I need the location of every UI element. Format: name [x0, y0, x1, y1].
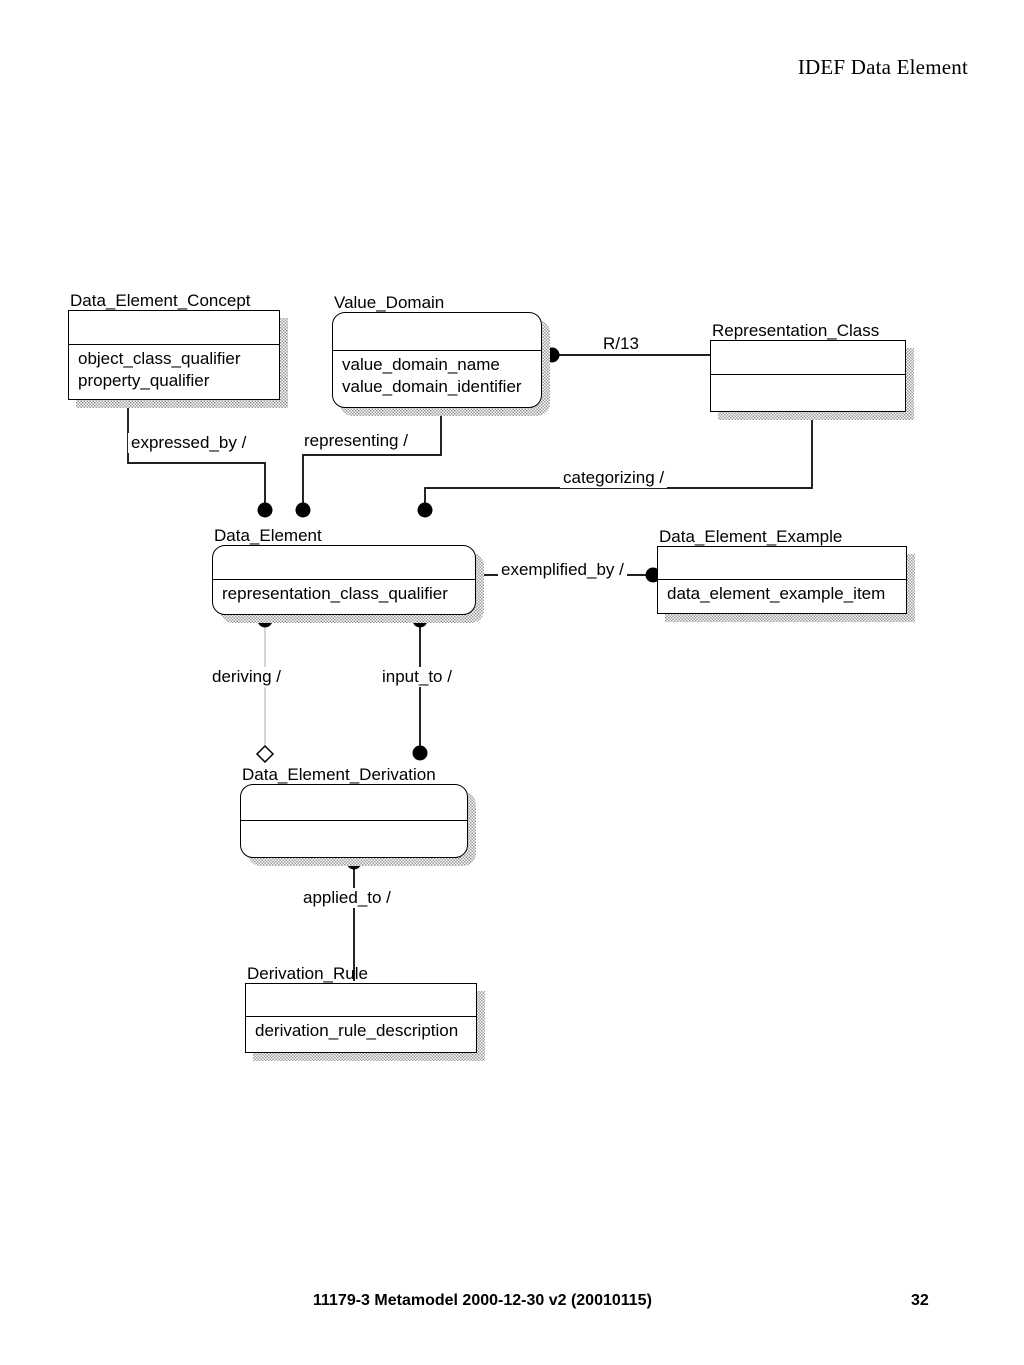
dot-categorizing [417, 502, 433, 518]
attribute-area [241, 821, 467, 824]
deriving-diamond-icon [255, 744, 275, 764]
relationship-label-r13: R/13 [600, 334, 642, 354]
entity-title: Data_Element_Concept [70, 291, 251, 310]
attribute-area: representation_class_qualifier [213, 580, 475, 605]
entity-body [710, 340, 906, 412]
relationship-label-representing: representing / [301, 431, 411, 451]
attribute: representation_class_qualifier [222, 584, 448, 603]
entity-data-element[interactable]: Data_Element representation_class_qualif… [212, 526, 484, 623]
attribute-area: object_class_qualifier property_qualifie… [69, 345, 279, 392]
wire-representing [302, 408, 442, 505]
attribute: object_class_qualifier [78, 349, 241, 368]
attribute: data_element_example_item [667, 584, 886, 603]
attribute: value_domain_identifier [342, 377, 522, 396]
entity-data-element-concept[interactable]: Data_Element_Concept object_class_qualif… [68, 291, 288, 408]
dot-input-to-target [412, 745, 428, 761]
key-attribute-area [658, 547, 906, 580]
attribute-area: value_domain_name value_domain_identifie… [333, 351, 541, 398]
key-attribute-area [333, 313, 541, 351]
entity-body: data_element_example_item [657, 546, 907, 614]
page-footer: 11179-3 Metamodel 2000-12-30 v2 (2001011… [0, 1292, 1024, 1316]
entity-body: representation_class_qualifier [212, 545, 476, 615]
entity-data-element-example[interactable]: Data_Element_Example data_element_exampl… [657, 527, 915, 622]
relationship-label-input-to: input_to / [379, 667, 455, 687]
entity-title: Data_Element_Derivation [242, 765, 436, 784]
attribute-area [711, 375, 905, 378]
entity-representation-class[interactable]: Representation_Class [710, 321, 914, 420]
key-attribute-area [241, 785, 467, 821]
footer-document-label: 11179-3 Metamodel 2000-12-30 v2 (2001011… [313, 1292, 652, 1309]
wire-categorizing [424, 412, 813, 505]
key-attribute-area [246, 984, 476, 1017]
attribute: value_domain_name [342, 355, 500, 374]
attribute: derivation_rule_description [255, 1021, 459, 1040]
entity-title: Representation_Class [712, 321, 880, 340]
footer-page-number: 32 [911, 1292, 929, 1309]
entity-value-domain[interactable]: Value_Domain value_domain_name value_dom… [332, 293, 550, 416]
attribute: property_qualifier [78, 371, 210, 390]
attribute-area: data_element_example_item [658, 580, 906, 605]
relationship-label-applied-to: applied_to / [300, 888, 394, 908]
entity-data-element-derivation[interactable]: Data_Element_Derivation [240, 765, 476, 866]
entity-body: value_domain_name value_domain_identifie… [332, 312, 542, 408]
entity-title: Data_Element_Example [659, 527, 843, 546]
relationship-label-categorizing: categorizing / [560, 468, 668, 488]
entity-body [240, 784, 468, 858]
relationship-label-deriving: deriving / [209, 667, 284, 687]
key-attribute-area [69, 311, 279, 345]
attribute-area: derivation_rule_description [246, 1017, 476, 1042]
entity-derivation-rule[interactable]: Derivation_Rule derivation_rule_descript… [245, 964, 485, 1061]
dot-expressed-by [257, 502, 273, 518]
page-title: IDEF Data Element [797, 55, 968, 79]
entity-title: Value_Domain [334, 293, 445, 312]
key-attribute-area [711, 341, 905, 375]
entity-body: object_class_qualifier property_qualifie… [68, 310, 280, 400]
relationship-label-exemplified-by: exemplified_by / [498, 560, 627, 580]
relationship-label-expressed-by: expressed_by / [128, 433, 250, 453]
dot-representing [295, 502, 311, 518]
key-attribute-area [213, 546, 475, 580]
entity-title: Derivation_Rule [247, 964, 368, 983]
entity-body: derivation_rule_description [245, 983, 477, 1053]
entity-title: Data_Element [214, 526, 322, 545]
